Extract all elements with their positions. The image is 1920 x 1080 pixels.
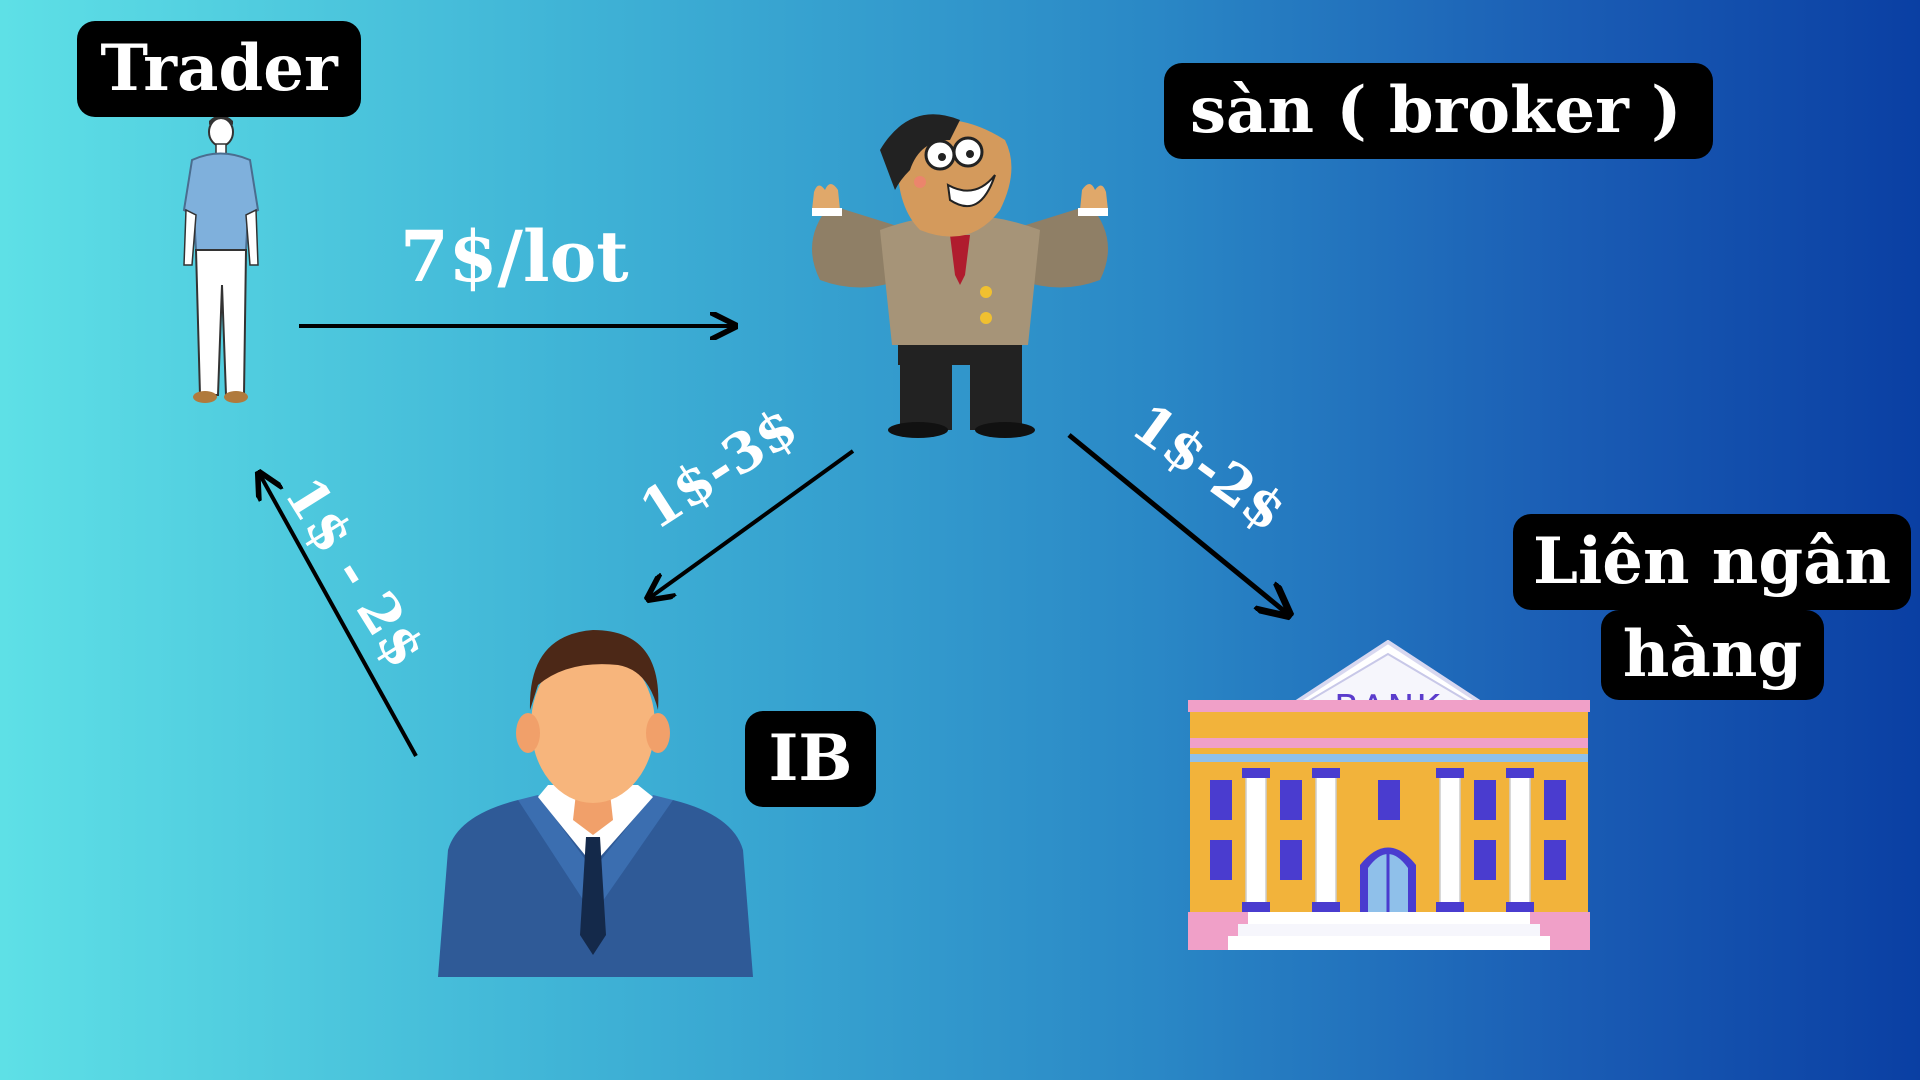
arrow-broker-to-bank (1067, 433, 1289, 615)
arrow-broker-to-ib (648, 449, 855, 599)
arrow-ib-to-trader (259, 473, 418, 757)
broker-figure (812, 114, 1108, 438)
ib-figure (438, 630, 753, 977)
trader-figure (182, 115, 260, 403)
trader-label: Trader (77, 21, 361, 117)
bank-building: BANK (1188, 640, 1590, 950)
broker-label: sàn ( broker ) (1164, 63, 1713, 159)
fee-trader-to-broker: 7$/lot (400, 215, 629, 298)
interbank-label-line2: hàng (1601, 610, 1824, 700)
ib-label: IB (745, 711, 876, 807)
interbank-label-line1: Liên ngân (1513, 514, 1911, 610)
